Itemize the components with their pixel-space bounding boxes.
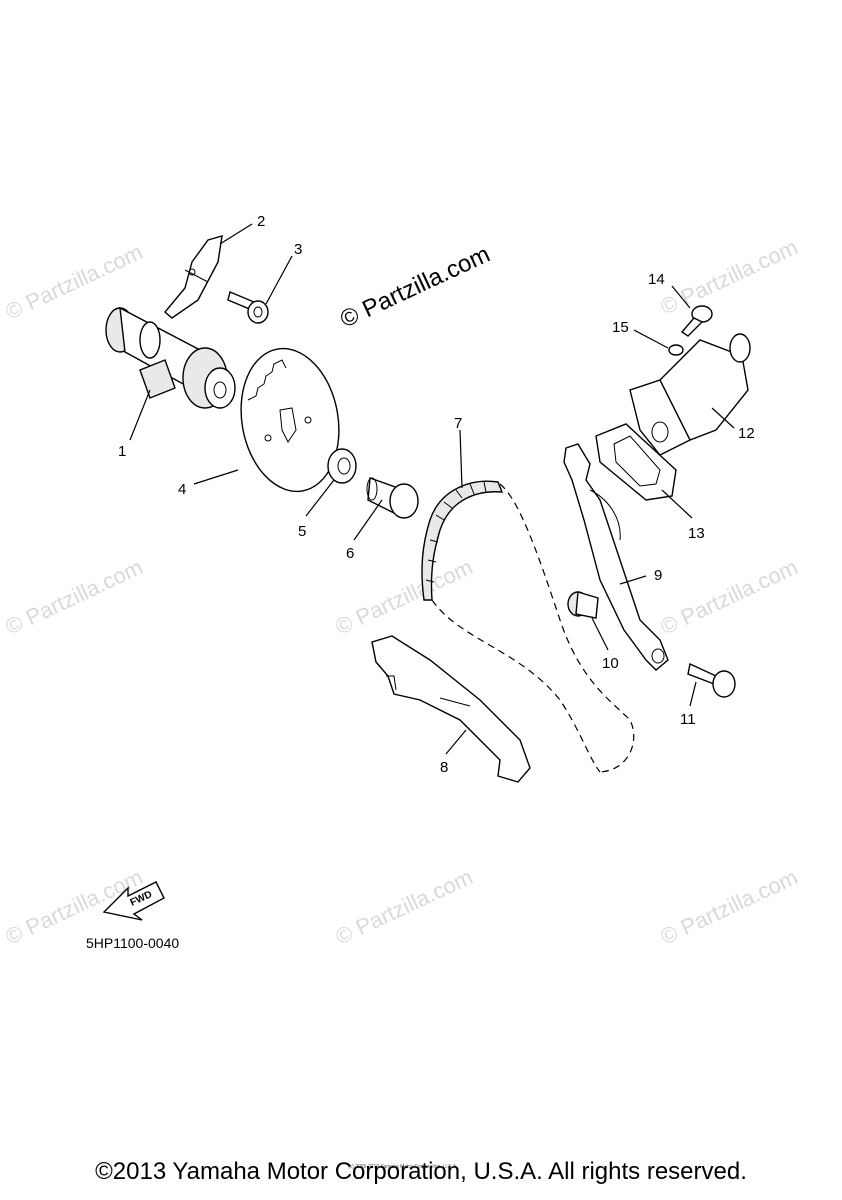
part-14-bolt (680, 305, 713, 337)
part-4-sprocket (240, 347, 340, 493)
callout-11: 11 (680, 711, 696, 728)
callout-10: 10 (602, 655, 619, 672)
callout-1: 1 (118, 443, 126, 460)
watermark-tile: © Partzilla.com (2, 554, 147, 639)
callout-5: 5 (298, 523, 306, 540)
fwd-arrow-icon: FWD (102, 881, 165, 921)
callout-14: 14 (648, 271, 665, 288)
part-12-tensioner (629, 333, 751, 456)
diagram-code: 5HP1100-0040 (86, 935, 179, 951)
part-3-bolt (227, 291, 269, 324)
callout-12: 12 (738, 425, 755, 442)
watermark-tile: © Partzilla.com (332, 554, 477, 639)
part-1-camshaft (105, 306, 236, 409)
callout-13: 13 (688, 525, 705, 542)
watermark-tile: © Partzilla.com (657, 234, 802, 319)
callout-2: 2 (257, 213, 265, 230)
watermark-tile: © Partzilla.com (332, 864, 477, 949)
part-7-chain (421, 480, 635, 773)
callout-3: 3 (294, 241, 302, 258)
callout-7: 7 (454, 415, 462, 432)
part-13-gasket (595, 423, 677, 501)
watermark-main: © Partzilla.com (336, 241, 494, 334)
callout-8: 8 (440, 759, 448, 776)
part-11-bolt (687, 662, 736, 698)
callout-6: 6 (346, 545, 354, 562)
part-9-tensioner-guide (563, 443, 669, 671)
callout-15: 15 (612, 319, 629, 336)
callout-4: 4 (178, 481, 186, 498)
part-5-washer (327, 448, 357, 484)
callout-9: 9 (654, 567, 662, 584)
part-2-bracket (164, 235, 223, 319)
part-6-bolt (366, 477, 419, 519)
part-10-collar (567, 591, 599, 619)
part-8-guide (371, 635, 531, 783)
leader-lines (129, 223, 735, 755)
watermark-tile: © Partzilla.com (657, 554, 802, 639)
copyright-footer: ©2013 Yamaha Motor Corporation, U.S.A. A… (95, 1158, 747, 1185)
small-print: (c) 2005-2016 Yamaha Motor Corporation, … (348, 1164, 458, 1170)
watermark-tile: © Partzilla.com (657, 864, 802, 949)
callouts: 1 2 3 4 5 6 7 8 9 10 11 12 13 14 15 (118, 213, 755, 776)
part-15-washer (668, 344, 684, 356)
